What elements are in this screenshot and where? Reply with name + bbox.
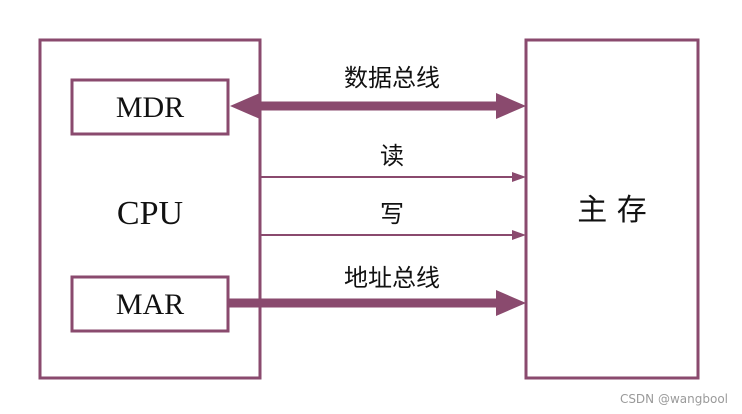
address-bus-arrowhead [496, 290, 526, 316]
write-arrowhead [512, 230, 526, 240]
read-arrowhead [512, 172, 526, 182]
data-bus-right-arrowhead [496, 93, 526, 119]
main-memory-label: 主 存 [577, 193, 647, 228]
mdr-label: MDR [116, 91, 184, 124]
write-label: 写 [380, 200, 404, 228]
watermark: CSDN @wangbool [619, 392, 728, 406]
data-bus-label: 数据总线 [344, 64, 440, 92]
data-bus-left-arrowhead [230, 93, 260, 119]
mar-label: MAR [116, 288, 184, 321]
read-label: 读 [380, 142, 404, 170]
address-bus-label: 地址总线 [344, 264, 440, 292]
mdr-box [70, 78, 230, 136]
cpu-label: CPU [117, 195, 183, 232]
main-memory-box [524, 38, 700, 380]
